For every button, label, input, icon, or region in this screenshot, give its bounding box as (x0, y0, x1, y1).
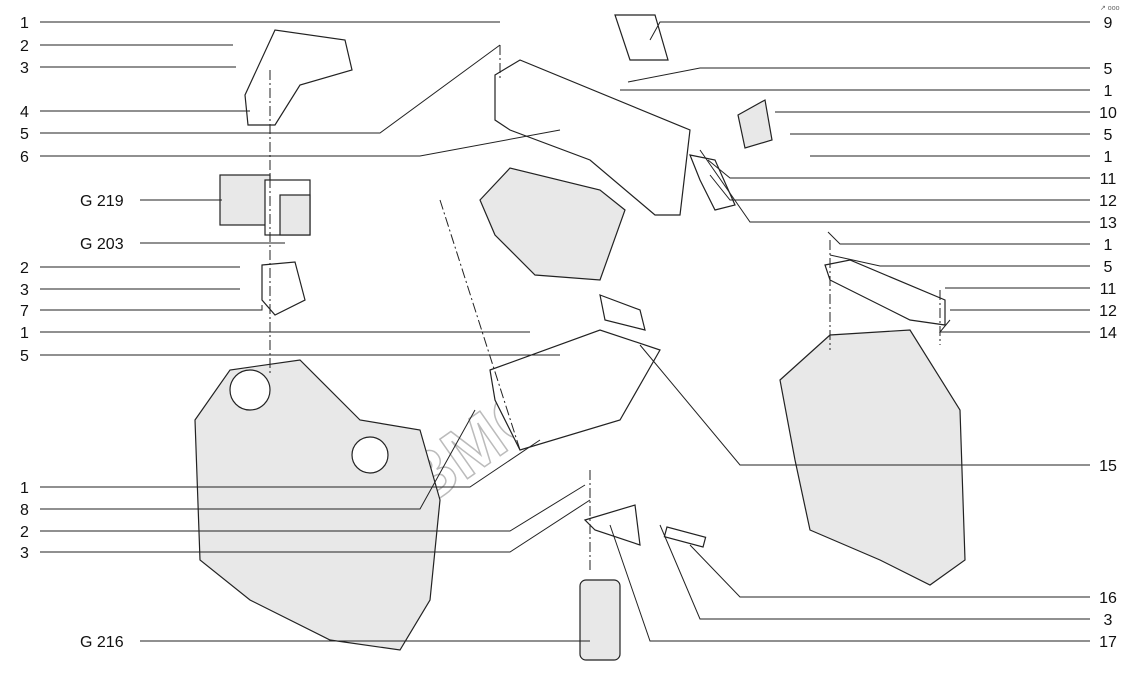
callout-label: 17 (1099, 634, 1117, 651)
callout-label: 11 (1100, 281, 1117, 298)
callout-label: 16 (1099, 590, 1117, 607)
leader-line (40, 484, 586, 532)
leader-line (609, 524, 1090, 642)
callout-label: G 203 (80, 236, 124, 253)
leader-lines (40, 21, 1090, 642)
leader-line (40, 129, 561, 157)
callout-label: 14 (1099, 325, 1117, 342)
leader-line (709, 174, 1090, 201)
callout-label: 5 (1104, 61, 1113, 78)
leader-line (938, 319, 1090, 333)
callout-label: 2 (20, 524, 29, 541)
callout-label: 3 (20, 60, 29, 77)
leader-line (699, 149, 1090, 223)
callout-label: 12 (1099, 303, 1117, 320)
leader-line (827, 231, 1090, 245)
left-callouts: 1 2 3 4 5 6 G 219 G 203 2 3 7 1 5 1 8 2 3 G 216 (20, 15, 124, 651)
callout-label: 15 (1099, 458, 1117, 475)
leader-line (689, 544, 1090, 598)
leader-line (707, 159, 1090, 179)
callout-label: 13 (1099, 215, 1117, 232)
callout-label: G 216 (80, 634, 124, 651)
callout-label: 1 (1104, 149, 1113, 166)
callout-label: 1 (20, 325, 29, 342)
leader-line (829, 254, 1090, 267)
callout-label: 9 (1104, 15, 1113, 32)
callout-label: 5 (20, 348, 29, 365)
callout-label: 2 (20, 260, 29, 277)
callout-label: 6 (20, 149, 29, 166)
leader-line (40, 499, 591, 553)
callout-label: 1 (20, 15, 29, 32)
callout-label: 4 (20, 104, 29, 121)
callout-label: 1 (1104, 83, 1113, 100)
leader-line (40, 409, 476, 510)
callout-label: 3 (20, 282, 29, 299)
parts-drawing (194, 14, 966, 661)
callout-label: 8 (20, 502, 29, 519)
callout-label: 10 (1099, 105, 1117, 122)
callout-label: 11 (1100, 171, 1117, 188)
leader-line (40, 305, 263, 311)
callout-label: 1 (1104, 237, 1113, 254)
leader-line (639, 344, 1090, 466)
corner-mark: ↗ ooo (1100, 5, 1120, 12)
leader-line (659, 524, 1090, 620)
callout-label: 7 (20, 303, 29, 320)
leader-line (40, 44, 501, 134)
callout-label: 3 (1104, 612, 1113, 629)
callout-label: 1 (20, 480, 29, 497)
callout-label: 5 (20, 126, 29, 143)
callout-label: 3 (20, 545, 29, 562)
callout-label: 5 (1104, 259, 1113, 276)
leader-line (649, 21, 1090, 41)
callout-label: G 219 (80, 193, 124, 210)
leader-line (627, 67, 1090, 83)
callout-label: 2 (20, 38, 29, 55)
callout-label: 5 (1104, 127, 1113, 144)
callout-label: 12 (1099, 193, 1117, 210)
leader-line (40, 439, 541, 488)
